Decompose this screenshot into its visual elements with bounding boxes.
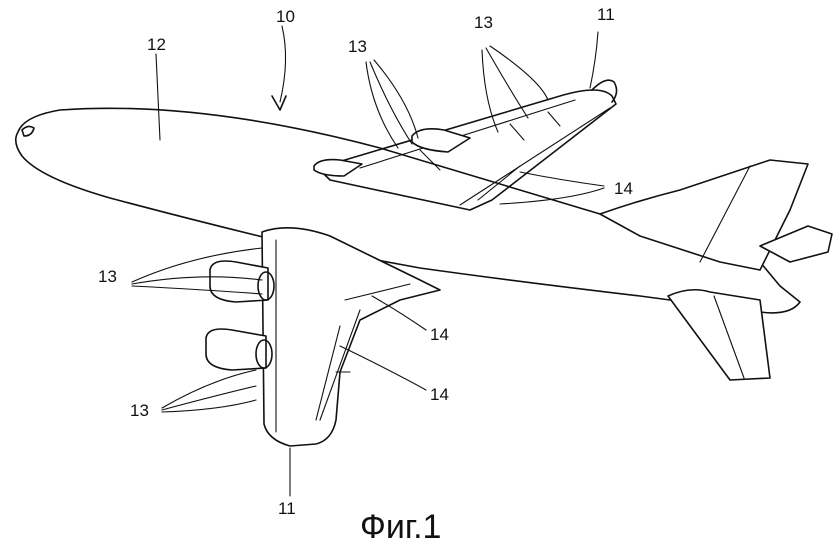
label-flap-mid: 14 <box>430 325 449 344</box>
label-flap-top: 14 <box>614 179 633 198</box>
upper-wing <box>313 79 618 211</box>
label-vortex-top-left: 13 <box>348 37 367 56</box>
fuselage <box>14 107 833 381</box>
label-vortex-mid-left: 13 <box>98 267 117 286</box>
vortex-lines <box>131 25 605 497</box>
label-wing-tip-bottom: 11 <box>278 499 296 518</box>
label-vortex-top-right: 13 <box>474 13 493 32</box>
label-aircraft: 10 <box>276 7 295 26</box>
lower-wing <box>261 227 441 447</box>
label-wing-tip-top: 11 <box>597 5 615 24</box>
label-fuselage: 12 <box>147 35 166 54</box>
label-flap-bottom: 14 <box>430 385 449 404</box>
figure-caption: Фиг.1 <box>360 508 441 546</box>
label-vortex-bottom-left: 13 <box>130 401 149 420</box>
